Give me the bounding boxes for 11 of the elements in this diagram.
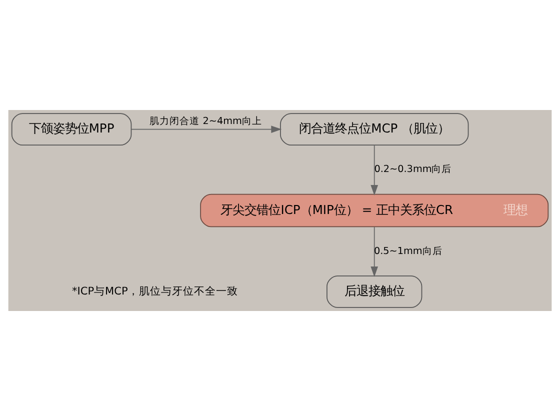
edge-label: 0.5~1mm向后 <box>374 245 442 256</box>
label: *ICP与MCP，肌位与牙位不全一致 <box>72 284 238 297</box>
edge-label: 肌力闭合道 2~4mm向上 <box>150 115 262 126</box>
node-box: 闭合道终点位MCP （肌位） <box>280 112 469 146</box>
node-box: 下颌姿势位MPP <box>11 112 132 146</box>
edge-label: 0.2~0.3mm向后 <box>374 164 452 175</box>
arrow <box>370 226 378 277</box>
arrow <box>130 125 282 132</box>
node-box: 后退接触位 <box>326 274 422 308</box>
node-box: 牙尖交错位ICP（MIP位） = 正中关系位CR 理想 <box>200 193 549 227</box>
arrow <box>370 144 378 196</box>
